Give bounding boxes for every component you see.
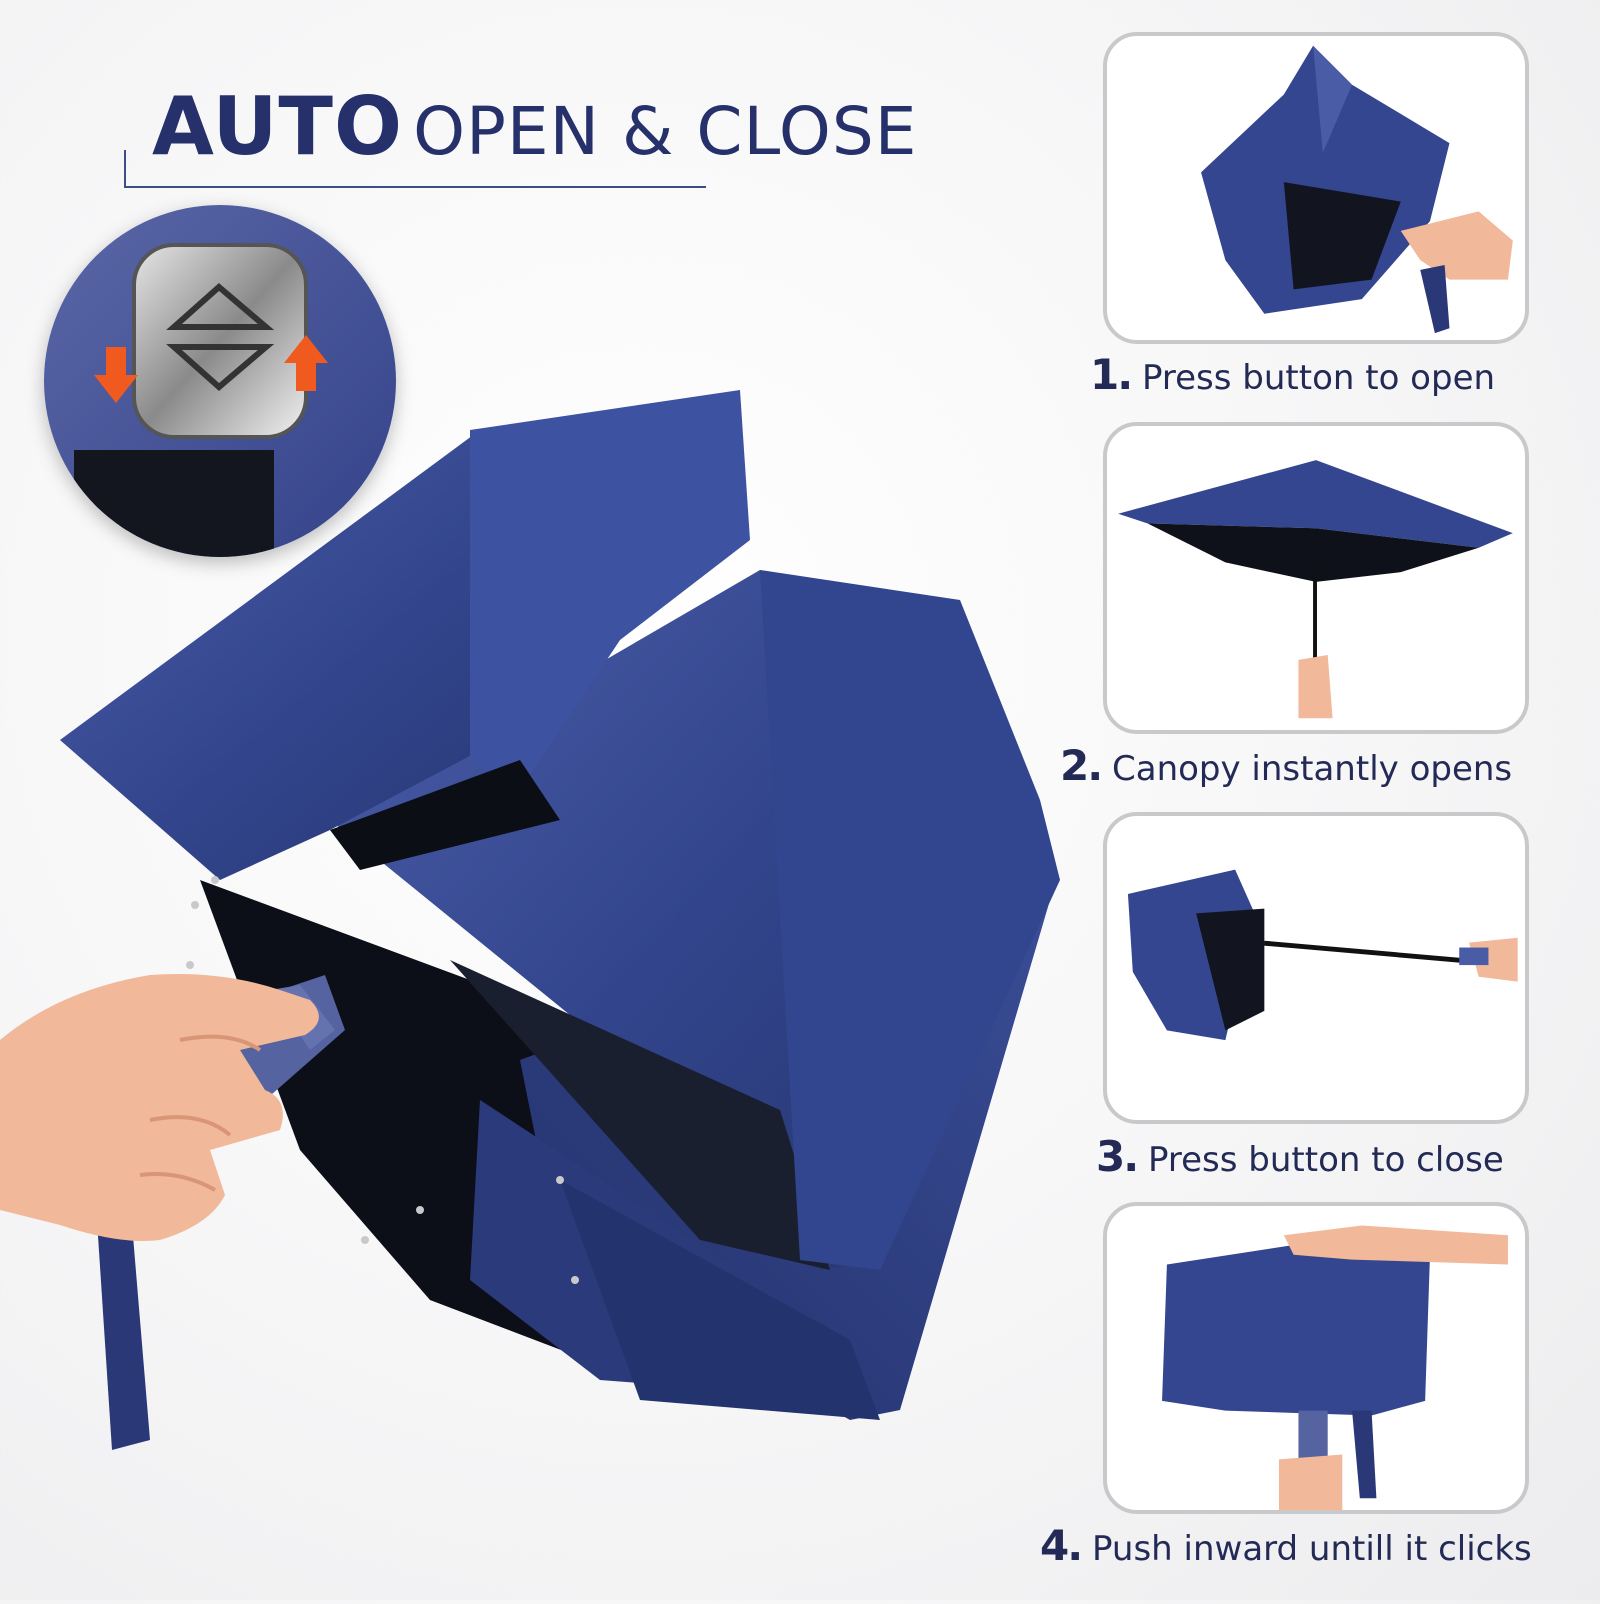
headline-strong: AUTO — [152, 80, 403, 173]
step-2-text: Canopy instantly opens — [1112, 749, 1513, 789]
step-3-image — [1103, 812, 1529, 1124]
headline-rule-tick — [124, 150, 126, 188]
button-closeup-image — [44, 205, 396, 557]
step-3-caption: 3. Press button to close — [1096, 1132, 1504, 1181]
step-4-text: Push inward untill it clicks — [1092, 1529, 1532, 1569]
step-2-number: 2. — [1060, 741, 1103, 790]
step-2-image — [1103, 422, 1529, 734]
headline-rest: OPEN & CLOSE — [413, 93, 918, 170]
step-1-text: Press button to open — [1142, 358, 1496, 398]
step-1-caption: 1. Press button to open — [1090, 350, 1495, 399]
step-1-number: 1. — [1090, 350, 1133, 399]
step-3-number: 3. — [1096, 1132, 1139, 1181]
step-3-text: Press button to close — [1148, 1140, 1504, 1180]
headline-underline — [124, 186, 706, 188]
step-4-number: 4. — [1040, 1521, 1083, 1570]
step-1-image — [1103, 32, 1529, 344]
step-4-caption: 4. Push inward untill it clicks — [1040, 1521, 1532, 1570]
headline: AUTO OPEN & CLOSE — [152, 80, 917, 173]
step-4-image — [1103, 1202, 1529, 1514]
step-2-caption: 2. Canopy instantly opens — [1060, 741, 1512, 790]
